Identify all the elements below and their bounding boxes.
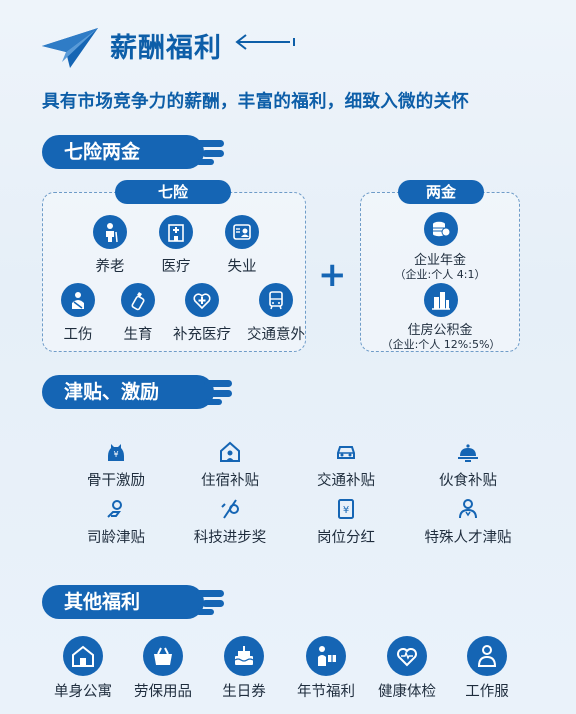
- baby-bottle-icon: [121, 283, 155, 317]
- arrow-left-icon: [235, 34, 295, 50]
- health-check-icon: [387, 636, 427, 676]
- benefit-label: 年节福利: [297, 684, 355, 700]
- id-card-icon: [225, 215, 259, 249]
- yen-bag-icon: ¥: [104, 440, 128, 468]
- benefit-label: 健康体检: [378, 684, 436, 700]
- allowance-label: 住宿补贴: [201, 473, 259, 489]
- insurance-label: 交通意外: [247, 327, 305, 343]
- allowance-label: 骨干激励: [87, 473, 145, 489]
- fund-item-annuity: [424, 212, 458, 246]
- benefit-label: 工作服: [465, 684, 509, 700]
- section-heading-insurance: 七险两金: [42, 135, 204, 169]
- insurance-item-maternity: [118, 283, 158, 317]
- tech-award-icon: [218, 497, 242, 525]
- insurance-label: 失业: [227, 259, 257, 275]
- cake-icon: [224, 636, 264, 676]
- car-icon: [334, 440, 358, 468]
- insurance-label: 养老: [95, 259, 125, 275]
- dash-decoration-icon: [204, 380, 232, 405]
- basket-icon: [143, 636, 183, 676]
- buildings-icon: [424, 283, 458, 317]
- page-subtitle: 具有市场竞争力的薪酬，丰富的福利，细致入微的关怀: [42, 92, 470, 112]
- fund-label: 企业年金: [413, 253, 466, 268]
- benefit-label: 单身公寓: [54, 684, 112, 700]
- section-heading-allowance: 津贴、激励: [42, 375, 214, 409]
- qixian-label: 七险: [115, 180, 231, 204]
- fund-item-housing: [424, 283, 458, 317]
- insurance-item-supplementary-medical: [182, 283, 222, 317]
- paper-plane-icon: [42, 28, 98, 68]
- uniform-icon: [467, 636, 507, 676]
- page-title: 薪酬福利: [110, 33, 222, 64]
- benefit-label: 生日券: [222, 684, 266, 700]
- allowance-label: 科技进步奖: [193, 530, 267, 546]
- house-icon: [218, 440, 242, 468]
- gift-person-icon: [306, 636, 346, 676]
- benefit-label: 劳保用品: [134, 684, 192, 700]
- insurance-label: 补充医疗: [173, 327, 231, 343]
- insurance-item-pension: [90, 215, 130, 249]
- apartment-icon: [63, 636, 103, 676]
- svg-text:¥: ¥: [113, 450, 118, 459]
- dash-decoration-icon: [196, 590, 224, 615]
- insurance-label: 工伤: [63, 327, 93, 343]
- plus-sign: +: [318, 255, 347, 295]
- insurance-item-unemployment: [222, 215, 262, 249]
- allowance-label: 伙食补贴: [439, 473, 497, 489]
- allowance-label: 司龄津贴: [87, 530, 145, 546]
- insurance-item-medical: [156, 215, 196, 249]
- insurance-label: 医疗: [161, 259, 191, 275]
- allowance-label: 特殊人才津贴: [424, 530, 512, 546]
- fund-ratio: （企业:个人 12%:5%）: [381, 338, 501, 351]
- seniority-icon: [104, 497, 128, 525]
- liangjin-label: 两金: [398, 180, 484, 204]
- injury-icon: [61, 283, 95, 317]
- section-heading-other: 其他福利: [42, 585, 204, 619]
- allowance-label: 交通补贴: [317, 473, 375, 489]
- fund-label: 住房公积金: [407, 323, 473, 338]
- allowance-label: 岗位分红: [317, 530, 375, 546]
- dash-decoration-icon: [196, 140, 224, 165]
- hospital-icon: [159, 215, 193, 249]
- fund-ratio: （企业:个人 4:1）: [394, 268, 486, 281]
- yen-doc-icon: ¥: [334, 497, 358, 525]
- coins-icon: [424, 212, 458, 246]
- heart-cross-icon: [185, 283, 219, 317]
- bus-icon: [259, 283, 293, 317]
- insurance-label: 生育: [123, 327, 153, 343]
- svg-text:¥: ¥: [343, 505, 349, 516]
- insurance-item-traffic-accident: [256, 283, 296, 317]
- food-cloche-icon: [456, 440, 480, 468]
- talent-icon: [456, 497, 480, 525]
- insurance-item-injury: [58, 283, 98, 317]
- elderly-icon: [93, 215, 127, 249]
